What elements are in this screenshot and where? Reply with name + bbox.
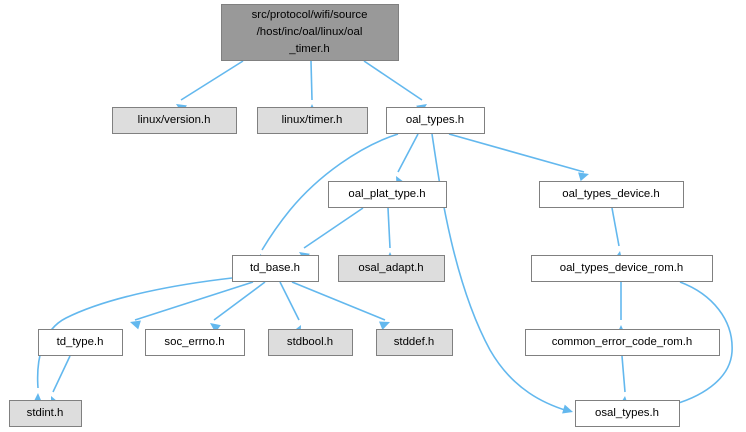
- node-stddef[interactable]: stddef.h: [376, 329, 453, 356]
- arrowhead-td_base-to-stddef: [379, 321, 390, 331]
- node-label-stdint: stdint.h: [27, 407, 64, 419]
- node-box-oal_plat_type[interactable]: [328, 181, 447, 208]
- node-box-osal_adapt[interactable]: [338, 255, 445, 282]
- node-box-root[interactable]: [221, 4, 399, 61]
- node-linux_timer[interactable]: linux/timer.h: [257, 107, 368, 134]
- node-td_base[interactable]: td_base.h: [232, 255, 319, 282]
- node-label-osal_types: osal_types.h: [595, 407, 659, 419]
- node-box-common_error_code_rom[interactable]: [525, 329, 720, 356]
- node-oal_types_device_rom[interactable]: oal_types_device_rom.h: [531, 255, 713, 282]
- node-box-linux_version[interactable]: [112, 107, 237, 134]
- edge-oal_types_device-to-oal_types_device_rom: [611, 207, 620, 247]
- arrowhead-oal_types-to-oal_types_device: [578, 172, 589, 182]
- arrowhead-td_base-to-td_type: [130, 320, 141, 330]
- node-common_error_code_rom[interactable]: common_error_code_rom.h: [525, 329, 720, 356]
- node-label-osal_adapt: osal_adapt.h: [358, 262, 423, 274]
- node-box-stdint[interactable]: [9, 400, 82, 427]
- node-label-oal_types_device_rom: oal_types_device_rom.h: [560, 262, 683, 274]
- edge-root-to-linux_version: [180, 60, 244, 101]
- edge-td_base-to-td_type: [134, 281, 254, 321]
- node-osal_types[interactable]: osal_types.h: [575, 400, 680, 427]
- node-root[interactable]: src/protocol/wifi/source/host/inc/oal/li…: [221, 4, 399, 61]
- node-box-stddef[interactable]: [376, 329, 453, 356]
- node-label-stdbool: stdbool.h: [287, 336, 333, 348]
- edge-root-to-oal_types: [363, 60, 423, 101]
- node-soc_errno[interactable]: soc_errno.h: [145, 329, 245, 356]
- node-label-oal_types_device: oal_types_device.h: [562, 188, 660, 200]
- node-oal_types_device[interactable]: oal_types_device.h: [539, 181, 684, 208]
- node-box-td_type[interactable]: [38, 329, 123, 356]
- node-td_type[interactable]: td_type.h: [38, 329, 123, 356]
- edge-oal_types-to-td_base: [261, 133, 399, 251]
- edge-oal_types_device_rom-to-osal_types: [667, 281, 733, 407]
- arrowhead-oal_types-to-osal_types: [562, 404, 573, 414]
- node-stdint[interactable]: stdint.h: [9, 400, 82, 427]
- node-linux_version[interactable]: linux/version.h: [112, 107, 237, 134]
- edge-td_base-to-soc_errno: [213, 281, 266, 321]
- node-label-linux_timer: linux/timer.h: [282, 114, 343, 126]
- node-label-stddef: stddef.h: [394, 336, 435, 348]
- arrowhead-td_base-to-soc_errno: [210, 323, 221, 333]
- edge-oal_plat_type-to-osal_adapt: [387, 207, 391, 249]
- node-box-osal_types[interactable]: [575, 400, 680, 427]
- node-label-common_error_code_rom: common_error_code_rom.h: [552, 336, 693, 348]
- node-osal_adapt[interactable]: osal_adapt.h: [338, 255, 445, 282]
- edge-oal_types-to-oal_plat_type: [397, 133, 419, 173]
- node-label-oal_types: oal_types.h: [406, 114, 464, 126]
- node-label-oal_plat_type: oal_plat_type.h: [348, 188, 425, 200]
- node-box-oal_types_device[interactable]: [539, 181, 684, 208]
- node-box-stdbool[interactable]: [268, 329, 353, 356]
- edge-root-to-linux_timer: [310, 60, 313, 101]
- edge-oal_types-to-osal_types: [431, 133, 569, 412]
- node-label-soc_errno: soc_errno.h: [164, 336, 224, 348]
- node-box-oal_types_device_rom[interactable]: [531, 255, 713, 282]
- node-layer: src/protocol/wifi/source/host/inc/oal/li…: [9, 4, 720, 427]
- node-label-linux_version: linux/version.h: [138, 114, 211, 126]
- edge-td_base-to-stdint: [36, 277, 233, 389]
- edge-td_base-to-stdbool: [279, 281, 300, 321]
- edge-td_type-to-stdint: [52, 355, 71, 393]
- node-box-td_base[interactable]: [232, 255, 319, 282]
- node-label-root: src/protocol/wifi/source/host/inc/oal/li…: [252, 9, 368, 55]
- edge-oal_plat_type-to-td_base: [303, 207, 364, 249]
- node-box-linux_timer[interactable]: [257, 107, 368, 134]
- node-stdbool[interactable]: stdbool.h: [268, 329, 353, 356]
- node-box-oal_types[interactable]: [386, 107, 485, 134]
- node-oal_plat_type[interactable]: oal_plat_type.h: [328, 181, 447, 208]
- node-box-soc_errno[interactable]: [145, 329, 245, 356]
- edge-td_base-to-stddef: [291, 281, 386, 321]
- edge-oal_types-to-oal_types_device: [448, 133, 585, 173]
- node-label-td_base: td_base.h: [250, 262, 300, 274]
- edge-common_error_code_rom-to-osal_types: [621, 355, 626, 393]
- node-oal_types[interactable]: oal_types.h: [386, 107, 485, 134]
- node-label-td_type: td_type.h: [57, 336, 104, 348]
